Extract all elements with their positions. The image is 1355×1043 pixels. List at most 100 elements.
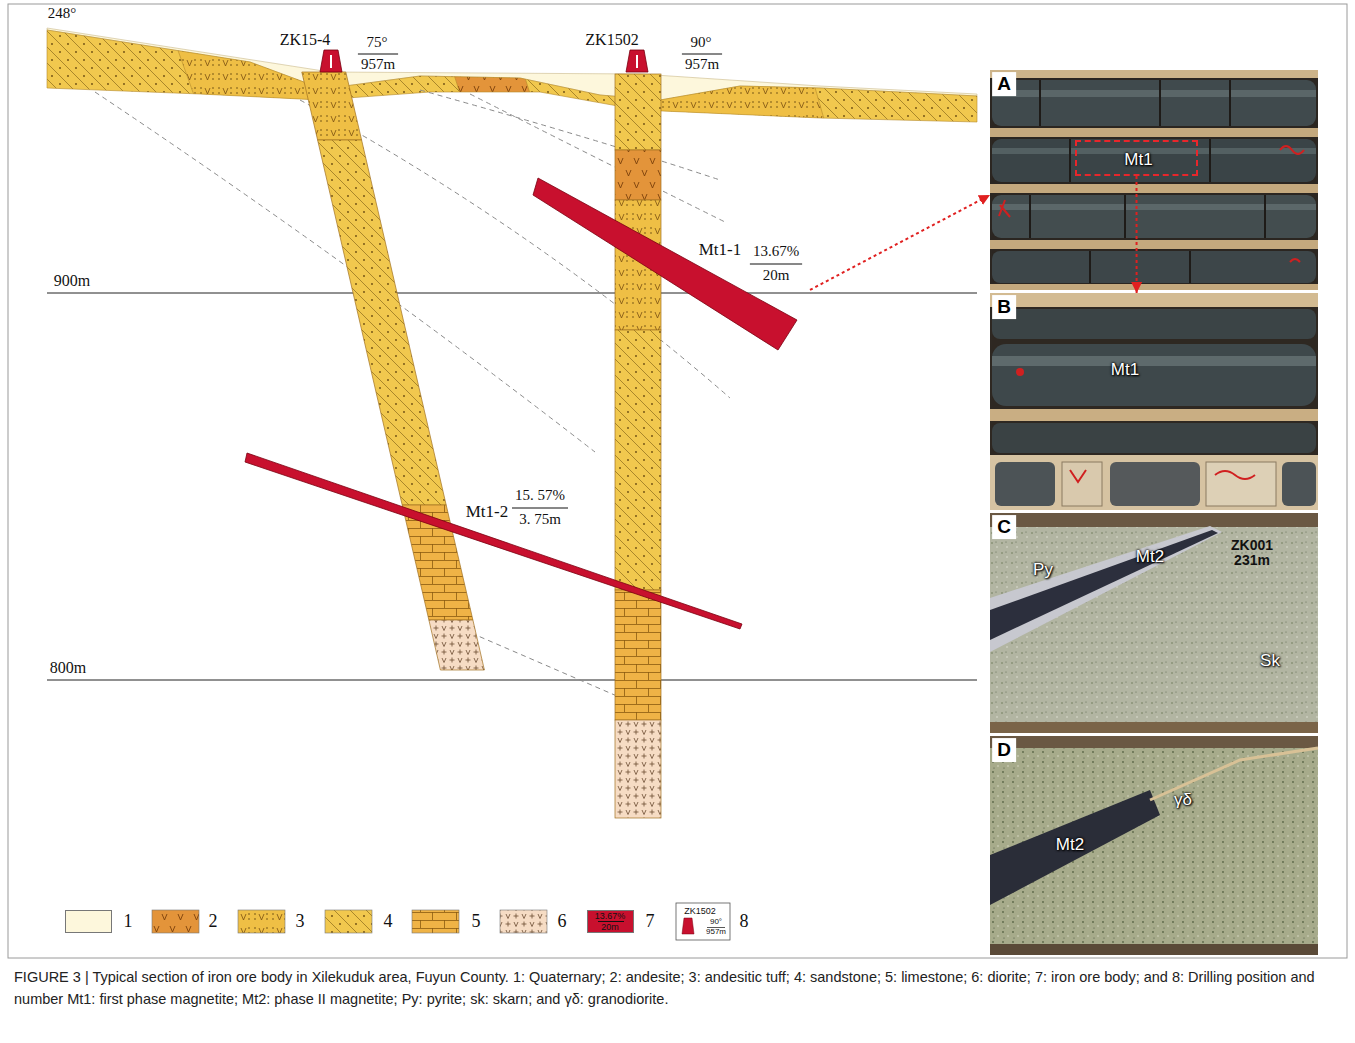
mineral-label: Mt1 xyxy=(1111,360,1139,380)
mineral-label: Mt2 xyxy=(1136,547,1164,567)
ore-body-shape xyxy=(240,440,750,635)
rock-sample-photo xyxy=(990,513,1318,733)
dip-angle: 75° xyxy=(367,34,388,51)
drill-core-photo xyxy=(992,423,1316,453)
sample-note: ZK001 231m xyxy=(1224,538,1280,569)
rock-sample-photo xyxy=(990,736,1318,955)
drill-core-photo xyxy=(1070,470,1255,482)
drill-core-photo xyxy=(1062,462,1102,506)
panel-letter: C xyxy=(992,515,1016,539)
drill-hole-column xyxy=(615,74,661,150)
highlight-box: Mt1 xyxy=(1075,140,1198,176)
legend-sample xyxy=(152,910,199,933)
legend-sample xyxy=(152,910,547,933)
legend-sample-text: ZK1502 xyxy=(684,906,716,916)
fraction-rule xyxy=(682,54,722,55)
drill-core-photo xyxy=(990,70,1318,290)
rock-sample-photo xyxy=(990,748,1318,944)
drill-hole-number: ZK15-4 xyxy=(280,31,331,49)
drill-core-photo xyxy=(1016,368,1024,376)
mineral-label: Mt2 xyxy=(1056,835,1084,855)
drill-hole-number: ZK1502 xyxy=(585,31,638,49)
legend-sample-text: 90° xyxy=(710,917,722,926)
drill-hole-column xyxy=(615,150,661,200)
dip-angle: 90° xyxy=(691,34,712,51)
ore-body: Mt1-1 13.67% 20m xyxy=(530,176,810,356)
contact-line xyxy=(470,94,725,222)
drill-hole-column xyxy=(615,590,661,720)
panel-letter: D xyxy=(992,738,1016,762)
bedrock-band xyxy=(40,0,990,140)
drill-hole-column xyxy=(429,620,485,670)
legend-swatch xyxy=(65,910,112,933)
legend-number: 3 xyxy=(296,911,305,932)
drill-hole-marker: ZK15-4 75° 957m xyxy=(268,30,408,78)
legend-sample-text: 13.67% xyxy=(595,911,626,921)
ore-body-name: Mt1-1 xyxy=(699,240,742,260)
elevation-line xyxy=(47,680,977,681)
drill-rig-symbol xyxy=(626,50,648,72)
drill-core-photo xyxy=(990,293,1318,510)
drill-hole-column xyxy=(318,140,447,505)
drill-core-photo xyxy=(990,409,1318,421)
drill-core-photo xyxy=(990,70,1318,290)
legend-sample xyxy=(325,910,372,933)
mineral-label: Sk xyxy=(1260,651,1280,671)
drill-rig-symbol xyxy=(320,50,342,72)
drill-core-photo xyxy=(992,309,1316,339)
collar-elevation: 957m xyxy=(685,56,719,73)
drill-core-photo xyxy=(992,139,1316,182)
rock-sample-photo xyxy=(990,722,1318,733)
ore-body-name: Mt1-2 xyxy=(466,502,509,522)
ore-grade: 13.67% xyxy=(753,243,799,260)
mineral-label: γδ xyxy=(1174,790,1192,810)
legend-number: 4 xyxy=(384,911,393,932)
rock-sample-photo xyxy=(990,513,1318,733)
drill-core-photo xyxy=(1110,462,1200,506)
legend-drill-sample xyxy=(676,903,730,940)
elevation-label: 800m xyxy=(50,659,86,677)
bedrock-band xyxy=(430,0,545,140)
figure-frame xyxy=(8,4,1347,958)
legend-sample xyxy=(500,910,547,933)
drill-core-photo xyxy=(990,293,1318,307)
ore-body-shape xyxy=(245,453,742,629)
legend-sample xyxy=(238,910,285,933)
rock-sample-photo xyxy=(990,526,1222,652)
legend-sample-text: 20m xyxy=(601,922,619,932)
fraction-rule xyxy=(750,264,802,265)
azimuth: 248° xyxy=(48,5,77,22)
bedrock-band xyxy=(40,0,990,140)
rock-sample-photo xyxy=(990,790,1160,905)
elevation-line xyxy=(47,293,977,680)
collar-elevation: 957m xyxy=(361,56,395,73)
drill-core-photo xyxy=(999,146,1304,262)
photo-panel: B Mt1 xyxy=(990,293,1318,510)
photo-panel: CPyMt2SkZK001 231m xyxy=(990,513,1318,733)
pointer-arrow xyxy=(810,195,990,290)
drill-core-photo xyxy=(990,70,1318,78)
drill-hole-column xyxy=(302,72,661,818)
drill-rig-symbol xyxy=(636,55,638,68)
drill-hole-marker: ZK1502 90° 957m xyxy=(568,30,734,78)
drill-core-photo xyxy=(992,344,1316,406)
rock-sample-photo xyxy=(990,527,1318,722)
mineral-label: Mt1 xyxy=(1124,150,1152,170)
elevation-line xyxy=(47,293,977,294)
fraction-rule xyxy=(358,54,398,55)
rock-sample-photo xyxy=(990,944,1318,955)
legend-number: 5 xyxy=(472,911,481,932)
drill-core-photo xyxy=(990,293,1318,510)
drill-core-photo xyxy=(990,455,1318,510)
panel-letter: B xyxy=(992,295,1016,319)
elevation-label: 900m xyxy=(54,272,90,290)
panel-letter: A xyxy=(992,72,1016,96)
photo-panel: A Mt1 xyxy=(990,70,1318,290)
drill-core-photo xyxy=(990,284,1318,290)
legend-number: 6 xyxy=(558,911,567,932)
drill-core-photo xyxy=(992,195,1316,238)
ore-thickness: 20m xyxy=(763,267,790,284)
drill-core-photo xyxy=(992,204,1316,210)
legend-number: 8 xyxy=(740,911,749,932)
